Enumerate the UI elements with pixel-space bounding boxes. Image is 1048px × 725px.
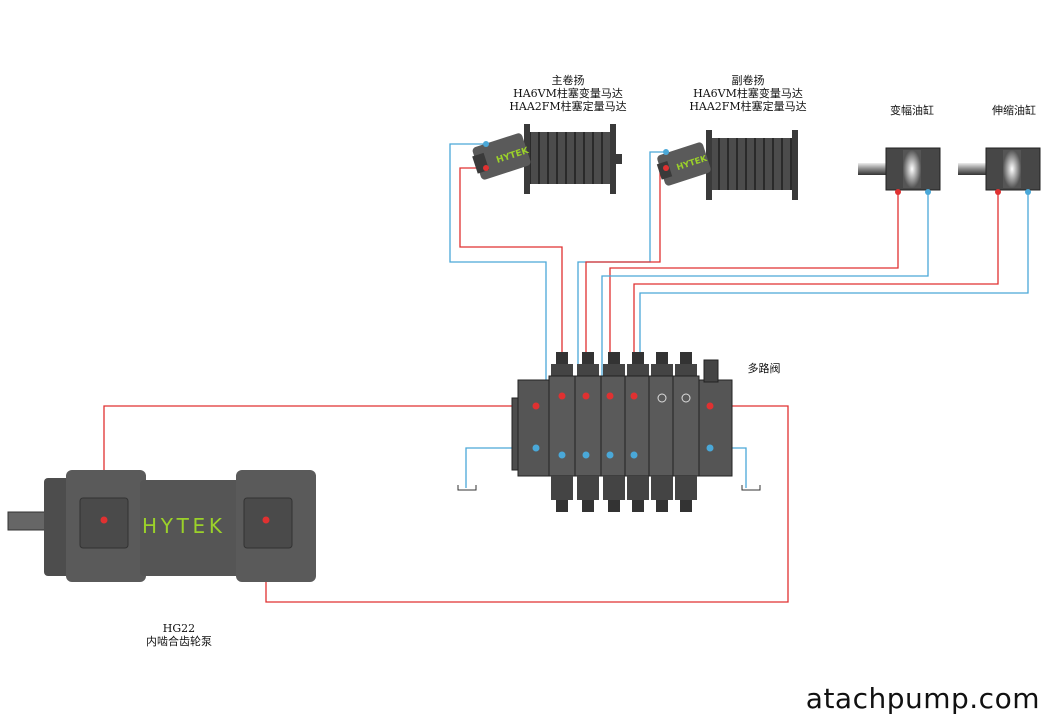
luffing-cylinder-label: 变幅油缸 xyxy=(890,104,934,117)
valve-right-cap xyxy=(703,359,719,383)
pump-right-pressure-port-icon xyxy=(262,516,270,524)
aux-winch-motor-line1: HA6VM柱塞变量马达 xyxy=(693,87,803,100)
main-winch-drum-body xyxy=(530,132,610,184)
aux-winch-drum-body xyxy=(712,138,792,190)
aux-winch-right-flange xyxy=(792,130,798,200)
left-tank-symbol xyxy=(457,485,477,491)
gear-pump: HYTEK xyxy=(7,470,316,582)
luffing-return-hose xyxy=(601,192,929,455)
aux-winch-return-port-icon xyxy=(663,149,669,155)
aux-winch-label: 副卷扬 HA6VM柱塞变量马达 HAA2FM柱塞定量马达 xyxy=(688,74,808,113)
main-winch-return-port-icon xyxy=(483,141,489,147)
main-winch: HYTEK xyxy=(472,124,622,194)
valve-inlet-return-port-icon xyxy=(532,444,540,452)
pump-left-pressure-port-icon xyxy=(100,516,108,524)
pump-name: 内啮合齿轮泵 xyxy=(146,635,212,648)
valve-inlet-block xyxy=(517,379,551,477)
telescopic-cylinder-piston xyxy=(1003,150,1021,188)
aux-winch: HYTEK xyxy=(656,130,798,200)
aux-winch-motor: HYTEK xyxy=(656,142,711,186)
aux-winch-title: 副卷扬 xyxy=(731,74,765,87)
valve-section1-pressure-port-icon xyxy=(558,392,566,400)
valve-inlet-pressure-port-icon xyxy=(532,402,540,410)
valve-section-4 xyxy=(624,352,652,512)
valve-section-2 xyxy=(574,352,602,512)
valve-section2-return-port-icon xyxy=(582,451,590,459)
pump-drive-shaft xyxy=(7,511,49,531)
pump-brand-logo: HYTEK xyxy=(142,514,223,538)
valve-section-5 xyxy=(648,352,676,512)
site-watermark: atachpump.com xyxy=(805,682,1040,715)
luffing-return-port-icon xyxy=(925,189,931,195)
valve-section1-return-port-icon xyxy=(558,451,566,459)
main-winch-motor-line2: HAA2FM柱塞定量马达 xyxy=(509,100,627,113)
valve-section-6 xyxy=(672,352,700,512)
luffing-pressure-hose xyxy=(609,192,899,370)
luffing-cylinder-rod xyxy=(858,163,888,175)
luffing-cylinder xyxy=(858,147,941,195)
valve-section3-return-port-icon xyxy=(606,451,614,459)
multiway-valve xyxy=(511,352,733,512)
aux-winch-motor-line2: HAA2FM柱塞定量马达 xyxy=(689,100,807,113)
valve-section3-pressure-port-icon xyxy=(606,392,614,400)
valve-section2-pressure-port-icon xyxy=(582,392,590,400)
valve-outlet-pressure-port-icon xyxy=(706,402,714,410)
valve-section-3 xyxy=(600,352,628,512)
valve-port-dots xyxy=(532,392,714,459)
main-winch-motor-line1: HA6VM柱塞变量马达 xyxy=(513,87,623,100)
tank-symbols xyxy=(457,485,761,491)
main-winch-return-hose xyxy=(449,143,547,455)
main-winch-pressure-port-icon xyxy=(483,165,489,171)
telescopic-cylinder xyxy=(958,147,1041,195)
main-winch-shaft xyxy=(616,154,622,164)
aux-winch-pressure-port-icon xyxy=(663,165,669,171)
luffing-cylinder-piston xyxy=(903,150,921,188)
aux-winch-pressure-hose xyxy=(585,167,666,370)
valve-outlet-return-port-icon xyxy=(706,444,714,452)
telescopic-pressure-hose xyxy=(633,192,999,370)
telescopic-pressure-port-icon xyxy=(995,189,1001,195)
luffing-pressure-port-icon xyxy=(895,189,901,195)
main-winch-title: 主卷扬 xyxy=(551,74,585,87)
pump-middle-body xyxy=(140,480,240,576)
main-winch-right-flange xyxy=(610,124,616,194)
pump-front-flange xyxy=(44,478,72,576)
valve-right-end-block xyxy=(697,379,733,477)
pump-model: HG22 xyxy=(162,622,196,635)
valve-section4-pressure-port-icon xyxy=(630,392,638,400)
main-winch-pressure-hose xyxy=(459,167,563,370)
telescopic-cylinder-rod xyxy=(958,163,988,175)
right-tank-symbol xyxy=(741,485,761,491)
telescopic-cylinder-label: 伸缩油缸 xyxy=(992,104,1036,117)
pump-right-port-plate xyxy=(243,497,293,549)
pump-label: HG22 内啮合齿轮泵 xyxy=(134,622,224,648)
telescopic-return-port-icon xyxy=(1025,189,1031,195)
main-winch-label: 主卷扬 HA6VM柱塞变量马达 HAA2FM柱塞定量马达 xyxy=(508,74,628,113)
multiway-valve-label: 多路阀 xyxy=(747,362,781,375)
valve-section4-return-port-icon xyxy=(630,451,638,459)
valve-section-1 xyxy=(548,352,576,512)
valve-sections xyxy=(548,352,700,512)
